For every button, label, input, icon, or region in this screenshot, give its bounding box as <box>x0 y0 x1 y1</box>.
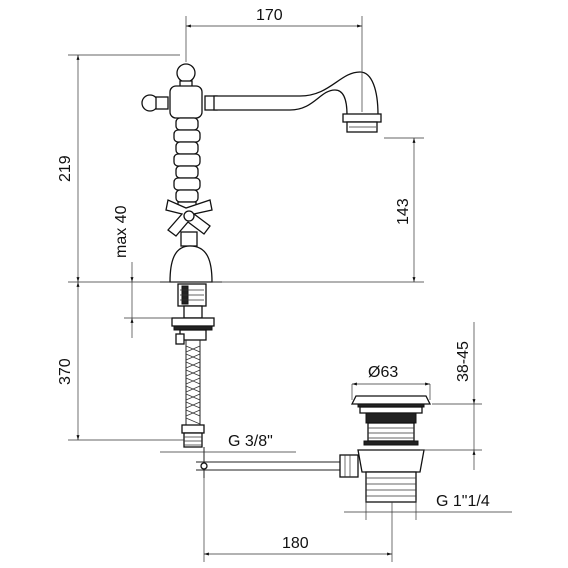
pop-up-waste-drawing <box>339 395 432 503</box>
faucet-drawing <box>141 63 382 283</box>
dim-g-1-1-4: G 1"1/4 <box>436 493 490 510</box>
dim-g-3-8: G 3/8" <box>228 433 273 450</box>
dim-170: 170 <box>256 7 283 24</box>
dim-max-40: max 40 <box>113 205 130 258</box>
dim-143: 143 <box>395 198 412 225</box>
shank-and-hoses <box>171 283 345 478</box>
dim-d63: Ø63 <box>368 364 398 381</box>
dim-38-45: 38-45 <box>455 341 472 382</box>
dim-219: 219 <box>57 155 74 182</box>
dimension-lines <box>68 16 512 562</box>
dim-370: 370 <box>57 358 74 385</box>
dim-180: 180 <box>282 535 309 552</box>
